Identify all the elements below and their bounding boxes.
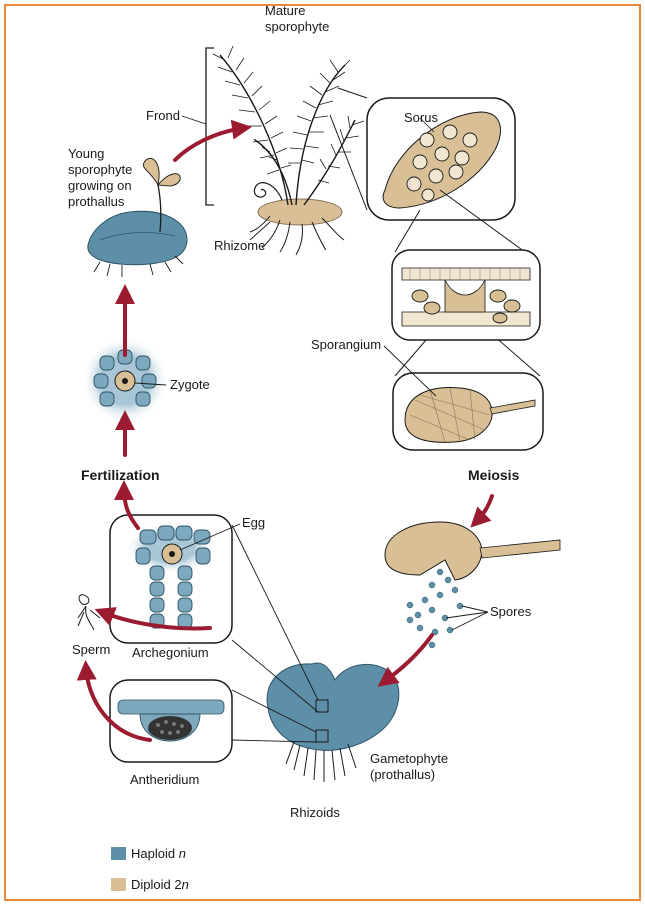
arrow-archegonium-to-fertilization (114, 480, 140, 530)
legend-label-haploid: Haploid n (131, 846, 186, 861)
sporangium-panel (383, 345, 544, 451)
legend-swatch-haploid (111, 847, 126, 860)
sporangium-releasing-spores (384, 521, 561, 649)
label-young-4: prothallus (68, 194, 125, 209)
label-frond: Frond (146, 108, 180, 123)
arrow-antheridium-to-sperm (76, 660, 152, 742)
label-sporangium: Sporangium (311, 337, 381, 352)
arrow-meiosis (470, 494, 494, 528)
arrow-to-mature-sporophyte (173, 119, 252, 162)
legend-label-diploid: Diploid 2n (131, 877, 189, 892)
label-spores: Spores (490, 604, 532, 619)
life-cycle-arrows (76, 119, 494, 742)
label-gametophyte-2: (prothallus) (370, 767, 435, 782)
label-gametophyte-1: Gametophyte (370, 751, 448, 766)
archegonium-panel (109, 514, 241, 644)
label-mature-2: sporophyte (265, 19, 329, 34)
label-rhizome: Rhizome (214, 238, 265, 253)
spore-dots (406, 568, 464, 649)
sorus-cross-section-panel (391, 249, 541, 341)
label-mature-1: Mature (265, 3, 305, 18)
label-young-1: Young (68, 146, 104, 161)
label-zygote: Zygote (170, 377, 210, 392)
label-egg: Egg (242, 515, 265, 530)
rhizoid-strands (285, 741, 357, 782)
arrow-sperm-to-egg (94, 607, 212, 631)
label-young-2: sporophyte (68, 162, 132, 177)
young-sporophyte-prothallus (87, 158, 188, 277)
label-fertilization: Fertilization (81, 467, 160, 483)
arrow-spores-to-gametophyte (377, 633, 434, 687)
label-archegonium: Archegonium (132, 645, 209, 660)
gametophyte-connector-lines (231, 524, 319, 743)
label-sperm: Sperm (72, 642, 110, 657)
zygote-cluster (81, 336, 169, 424)
label-meiosis: Meiosis (468, 467, 520, 483)
label-rhizoids: Rhizoids (290, 805, 340, 820)
diagram-frame (4, 4, 641, 901)
sorus-panel (366, 97, 516, 221)
label-sorus: Sorus (404, 110, 438, 125)
mature-sporophyte (205, 45, 365, 256)
gametophyte-prothallus (266, 662, 400, 782)
legend: Haploid n Diploid 2n (111, 846, 189, 892)
diagram-labels: Mature sporophyte Frond Young sporophyte… (68, 3, 532, 820)
antheridium-panel (109, 679, 233, 763)
label-young-3: growing on (68, 178, 132, 193)
legend-swatch-diploid (111, 878, 126, 891)
label-antheridium: Antheridium (130, 772, 199, 787)
sperm-cell (77, 594, 101, 631)
